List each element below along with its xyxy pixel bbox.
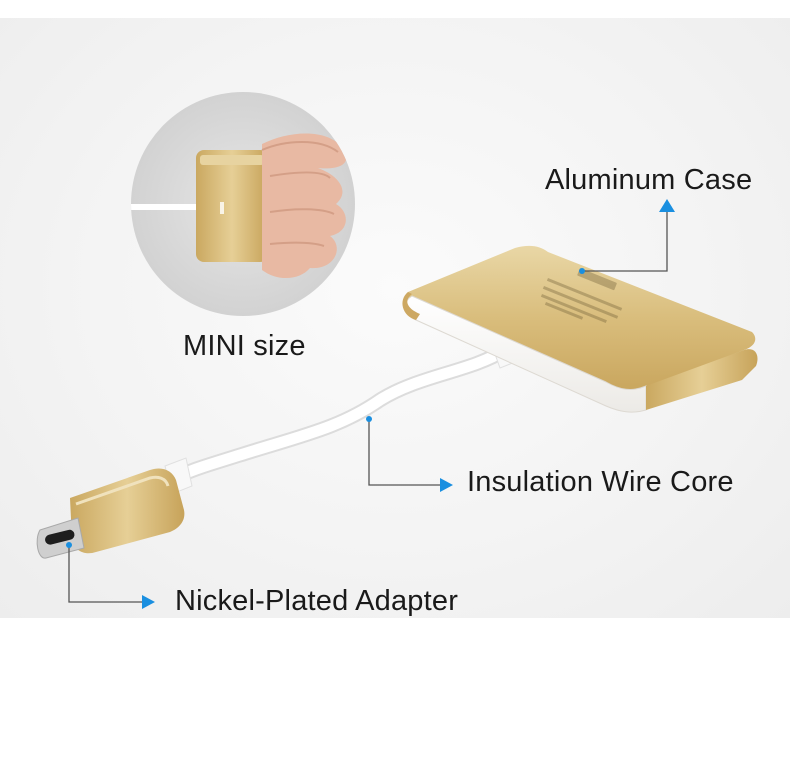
aluminum-case-label: Aluminum Case <box>545 164 753 196</box>
callout-dot-aluminum <box>579 268 585 274</box>
arrow-up-icon <box>659 199 675 212</box>
inset-adapter <box>196 150 268 262</box>
nickel-plated-adapter-label: Nickel-Plated Adapter <box>175 585 459 617</box>
insulation-wire-core-label: Insulation Wire Core <box>467 466 734 498</box>
mini-size-inset <box>131 92 355 316</box>
cable <box>164 335 531 495</box>
hand <box>262 133 347 279</box>
arrow-right-icon <box>440 478 453 492</box>
mini-size-label: MINI size <box>183 330 306 362</box>
callout-dot-nickel <box>66 542 72 548</box>
aluminum-hub <box>402 245 758 413</box>
inset-cable <box>131 204 205 210</box>
callout-dot-wire <box>366 416 372 422</box>
callout-lines <box>68 206 668 603</box>
arrow-right-icon <box>142 595 155 609</box>
usb-c-connector <box>36 468 185 559</box>
